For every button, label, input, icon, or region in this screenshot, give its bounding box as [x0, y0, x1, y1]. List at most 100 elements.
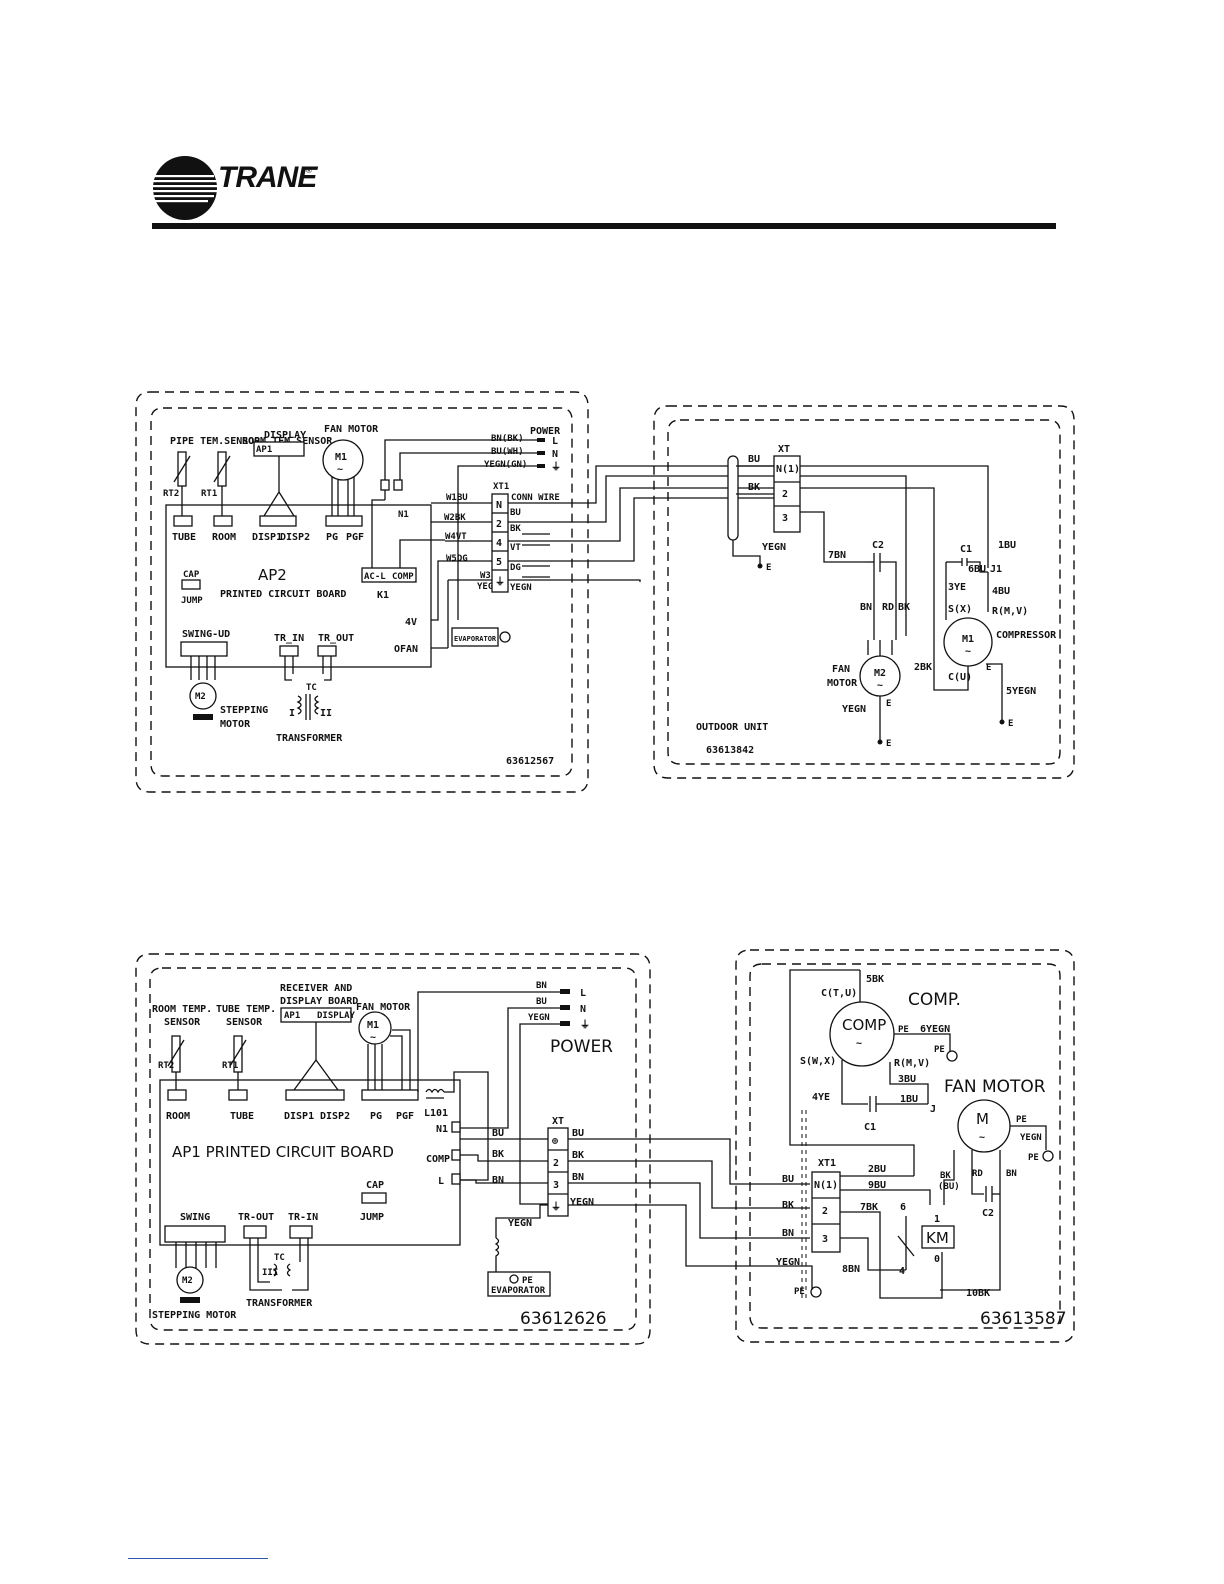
diagram-label: S(X) [948, 604, 972, 615]
diagram-label: N1 [398, 510, 409, 520]
diagram-label: YEGN(GN) [484, 460, 527, 470]
diagram-label: PGF [346, 532, 364, 543]
diagram-label: DISPLAY [264, 430, 306, 441]
diagram-label: C1 [864, 1122, 876, 1133]
diagram-label: M2 [182, 1276, 193, 1286]
diagram-label: 63612626 [520, 1309, 607, 1329]
diagram-label: M1 [335, 452, 347, 463]
diagram-label: YEGN [570, 1197, 594, 1208]
diagram-label: (BU) [938, 1182, 960, 1192]
diagram-label: PE [522, 1276, 533, 1286]
diagram-label: TUBE [230, 1111, 254, 1122]
diagram-label: PE [1028, 1153, 1039, 1163]
diagram-label: J1 [990, 564, 1002, 575]
diagram-label: C1 [960, 544, 972, 555]
diagram-label: XT1 [493, 482, 509, 492]
svg-text:~: ~ [877, 680, 883, 691]
svg-text:~: ~ [979, 1132, 985, 1143]
diagram-label: ⏚ [495, 576, 505, 588]
diagram-label: TR_OUT [318, 633, 354, 644]
indoor-unit-1: PIPE TEM.SENSOR ROOM TEM.SENSOR DISPLAY … [135, 391, 589, 793]
svg-text:~: ~ [337, 464, 343, 475]
diagram-label: FAN MOTOR [324, 424, 379, 435]
diagram-label: II [320, 708, 332, 719]
diagram-label: M2 [195, 692, 206, 702]
diagram-label: TC [306, 683, 317, 693]
diagram-label: I [289, 708, 295, 719]
diagram-label: AP2 [258, 566, 287, 584]
diagram-label: COMPRESSOR [996, 630, 1057, 641]
diagram-label: YEGN [762, 542, 786, 553]
diagram-label: FAN [832, 664, 850, 675]
diagram-label: AP1 [284, 1011, 300, 1021]
diagram-label: 5BK [866, 974, 884, 985]
diagram-label: FAN MOTOR [944, 1077, 1046, 1097]
diagram-label: E [886, 739, 891, 749]
svg-text:~: ~ [370, 1032, 376, 1043]
diagram-label: BK [492, 1149, 504, 1160]
diagram-label: 2 [553, 1158, 559, 1169]
diagram-label: AP1 PRINTED CIRCUIT BOARD [172, 1143, 394, 1161]
diagram-label: RT2 [158, 1061, 174, 1071]
diagram-label: YEGN [508, 1218, 532, 1229]
diagram-label: TC [274, 1253, 285, 1263]
diagram-label: W1BU [446, 493, 468, 503]
diagram-label: PE [898, 1025, 909, 1035]
diagram-label: W4VT [445, 532, 467, 542]
diagram-label: BK [510, 524, 521, 534]
diagram-label: OFAN [394, 644, 418, 655]
diagram-label: XT [552, 1116, 564, 1127]
diagram-label: N [580, 1004, 586, 1015]
diagram-label: JUMP [360, 1212, 384, 1223]
diagram-label: BN [536, 981, 547, 991]
diagram-label: SWING-UD [182, 629, 230, 640]
diagram-label: DISP1 [284, 1111, 314, 1122]
diagram-label: DISPLAY [317, 1011, 356, 1021]
diagram-label: CAP [366, 1180, 384, 1191]
diagram-label: N [552, 449, 558, 460]
diagram-label: PIPE TEM.SENSOR [170, 436, 261, 447]
diagram-label: SENSOR [164, 1017, 201, 1028]
diagram-label: M [976, 1110, 989, 1128]
interconnect-2 [568, 1138, 810, 1267]
interconnect-1 [508, 465, 800, 582]
diagram-label: YEGN [776, 1257, 800, 1268]
diagram-label: E [1008, 719, 1013, 729]
diagram-label: E [986, 663, 991, 673]
diagram-label: DISP2 [280, 532, 310, 543]
diagram-label: 10BK [966, 1288, 990, 1299]
diagram-label: OUTDOOR UNIT [696, 722, 768, 733]
diagram-label: N(1) [776, 464, 800, 475]
diagram-label: YEGN [477, 582, 499, 592]
diagram-label: POWER [530, 426, 561, 437]
diagram-label: BU [572, 1128, 584, 1139]
diagram-label: C2 [982, 1208, 994, 1219]
diagram-label: RD [882, 602, 894, 613]
diagram-label: 2 [782, 489, 788, 500]
footer-rule [128, 1558, 268, 1559]
diagram-label: BK [898, 602, 910, 613]
diagram-label: BU [782, 1174, 794, 1185]
diagram-label: XT [778, 444, 790, 455]
diagram-label: ROOM [166, 1111, 190, 1122]
diagram-label: 4YE [812, 1092, 830, 1103]
diagram-label: 5 [496, 557, 502, 568]
diagram-label: COMP [392, 572, 414, 582]
diagram-label: CONN WIRE [511, 493, 560, 503]
diagram-label: 3YE [948, 582, 966, 593]
diagram-label: 8BN [842, 1264, 860, 1275]
diagram-label: PE [794, 1287, 805, 1297]
diagram-label: MOTOR [827, 678, 858, 689]
diagram-label: SENSOR [226, 1017, 263, 1028]
diagram-label: N1 [436, 1124, 448, 1135]
diagram-label: KM [926, 1229, 949, 1247]
diagram-label: DISPLAY BOARD [280, 996, 358, 1007]
diagram-label: M1 [367, 1020, 379, 1031]
diagram-label: BU [492, 1128, 504, 1139]
diagram-label: DG [510, 563, 521, 573]
diagram-label: 9BU [868, 1180, 886, 1191]
diagram-label: STEPPING [220, 705, 268, 716]
diagram-label: BN [860, 602, 872, 613]
